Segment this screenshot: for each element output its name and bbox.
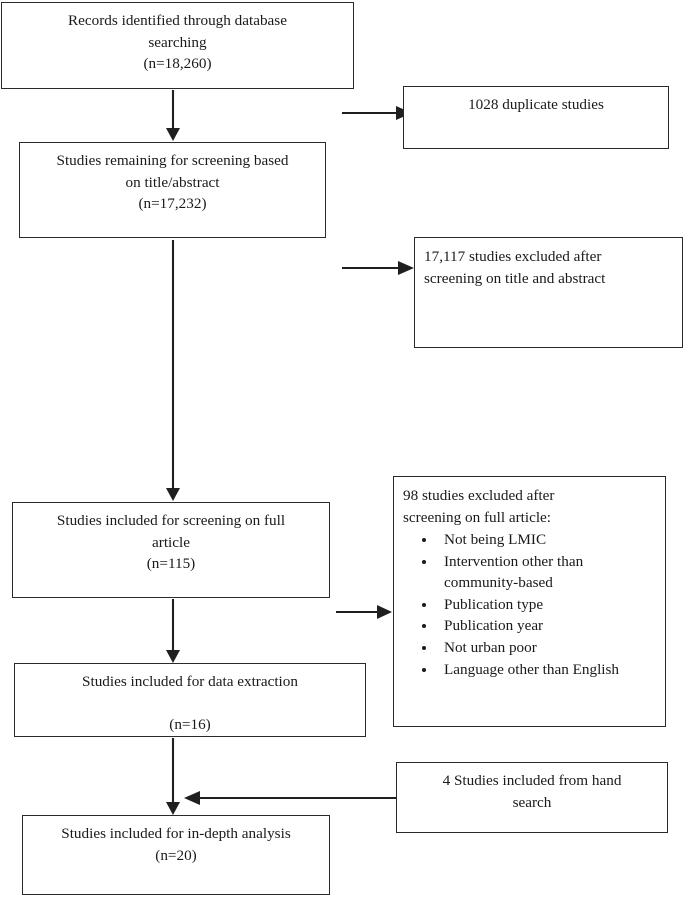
arrow-remaining-to-excluded-title — [342, 261, 414, 275]
arrow-records-to-remaining — [166, 90, 180, 141]
node-excluded-title-abstract-text: 17,117 studies excluded after screening … — [424, 248, 606, 287]
arrow-full-article-to-excluded-full — [336, 605, 392, 619]
arrow-data-extraction-to-analysis — [166, 738, 180, 815]
node-data-extraction-text: Studies included for data extraction (n=… — [82, 673, 298, 734]
node-in-depth-analysis-text: Studies included for in-depth analysis (… — [61, 825, 291, 864]
node-excluded-full-article: 98 studies excluded after screening on f… — [393, 476, 666, 727]
node-hand-search-text: 4 Studies included from hand search — [442, 772, 622, 811]
exclusion-reason-item: Language other than English — [437, 659, 657, 681]
arrow-full-article-to-data-extraction — [166, 599, 180, 663]
node-included-full-article: Studies included for screening on full a… — [12, 502, 330, 598]
exclusion-reason-item: Publication year — [437, 615, 657, 637]
arrow-remaining-to-full-article — [166, 240, 180, 501]
node-data-extraction: Studies included for data extraction (n=… — [14, 663, 366, 737]
excluded-reasons-list: Not being LMICIntervention other than co… — [403, 529, 657, 680]
node-studies-remaining-text: Studies remaining for screening based on… — [56, 152, 289, 213]
node-included-full-article-text: Studies included for screening on full a… — [56, 512, 286, 573]
node-hand-search: 4 Studies included from hand search — [396, 762, 668, 833]
node-excluded-full-article-header: 98 studies excluded after screening on f… — [403, 487, 555, 526]
exclusion-reason-item: Publication type — [437, 594, 657, 616]
exclusion-reason-item: Not urban poor — [437, 637, 657, 659]
node-duplicate-studies: 1028 duplicate studies — [403, 86, 669, 149]
arrow-records-to-duplicates — [342, 106, 412, 120]
exclusion-reason-item: Intervention other than community-based — [437, 551, 657, 594]
node-studies-remaining-screening: Studies remaining for screening based on… — [19, 142, 326, 238]
node-in-depth-analysis: Studies included for in-depth analysis (… — [22, 815, 330, 895]
exclusion-reason-item: Not being LMIC — [437, 529, 657, 551]
node-excluded-title-abstract: 17,117 studies excluded after screening … — [414, 237, 683, 348]
arrow-hand-search-to-analysis — [184, 791, 396, 805]
node-records-identified-text: Records identified through database sear… — [68, 12, 287, 73]
node-duplicate-studies-text: 1028 duplicate studies — [468, 96, 604, 113]
node-records-identified: Records identified through database sear… — [1, 2, 354, 89]
